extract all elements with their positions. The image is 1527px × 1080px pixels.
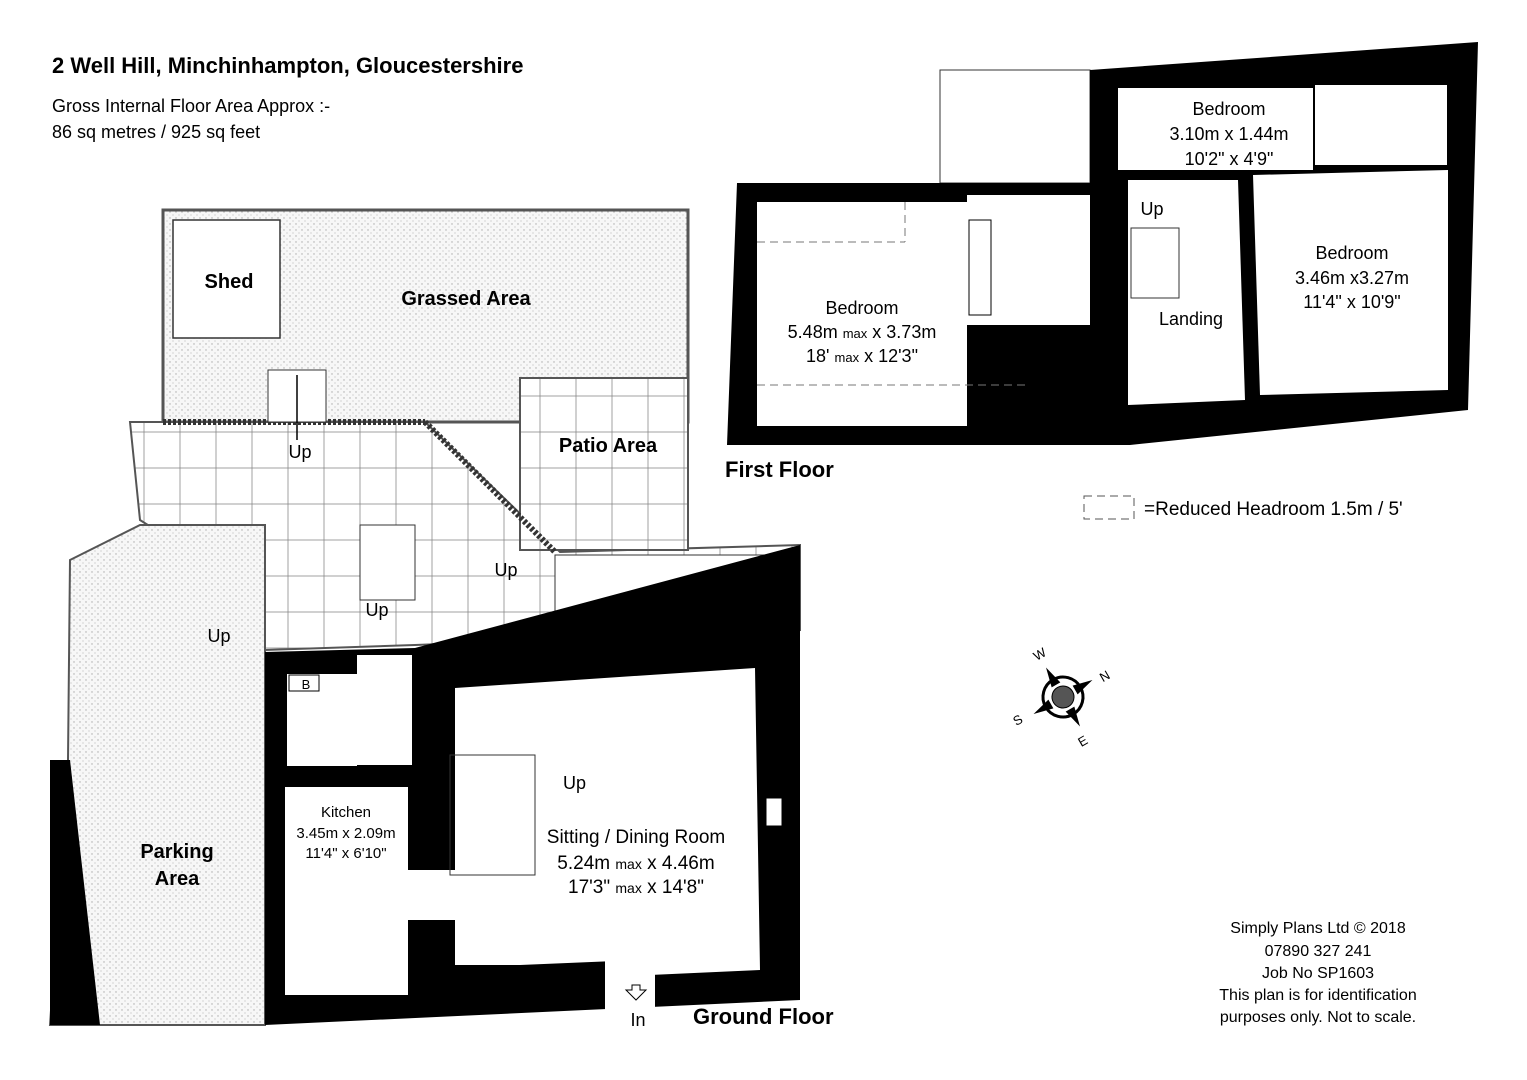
footer-disclaimer-1: This plan is for identification xyxy=(1219,987,1416,1004)
footer-disclaimer-2: purposes only. Not to scale. xyxy=(1220,1009,1416,1026)
bedroom-right-imperial: 11'4" x 10'9" xyxy=(1303,292,1400,312)
up-label: Up xyxy=(365,600,388,620)
entrance-arrow-icon xyxy=(624,984,648,1001)
landing xyxy=(1128,180,1245,405)
compass-icon xyxy=(1033,667,1093,727)
up-label: Up xyxy=(288,442,311,462)
grassed-area-label: Grassed Area xyxy=(401,288,531,310)
kitchen xyxy=(285,787,408,995)
landing-up-label: Up xyxy=(1140,199,1163,219)
landing-label: Landing xyxy=(1159,309,1223,329)
shed xyxy=(172,219,281,339)
bedroom-small-metric: 3.10m x 1.44m xyxy=(1169,124,1288,144)
compass-n: N xyxy=(1097,667,1113,685)
bedroom-right-name: Bedroom xyxy=(1315,243,1388,263)
bedroom-small xyxy=(1118,88,1313,170)
compass-s: S xyxy=(1010,711,1025,728)
stairs-up-label: Up xyxy=(563,773,586,793)
parking-label-2: Area xyxy=(155,868,200,890)
footer-phone: 07890 327 241 xyxy=(1265,943,1372,960)
kitchen-imperial: 11'4" x 6'10" xyxy=(305,845,386,862)
bedroom-small-imperial: 10'2" x 4'9" xyxy=(1185,149,1274,169)
compass-e: E xyxy=(1075,732,1090,749)
ground-floor-label: Ground Floor xyxy=(693,1004,834,1029)
kitchen-name: Kitchen xyxy=(321,804,371,821)
sitting-imperial: 17'3" max x 14'8" xyxy=(568,877,704,898)
area-label: Gross Internal Floor Area Approx :- xyxy=(52,96,330,116)
bedroom-main-metric: 5.48m max x 3.73m xyxy=(788,322,937,342)
footer-company: Simply Plans Ltd © 2018 xyxy=(1230,920,1406,937)
plan-title: 2 Well Hill, Minchinhampton, Gloucesters… xyxy=(52,53,523,78)
bedroom-main xyxy=(757,202,967,426)
first-floor-label: First Floor xyxy=(725,457,834,482)
area-value: 86 sq metres / 925 sq feet xyxy=(52,122,260,142)
entrance-label: In xyxy=(630,1010,645,1030)
ground-floor-walls xyxy=(50,545,800,1025)
bedroom-main-imperial: 18' max x 12'3" xyxy=(806,346,918,366)
up-label: Up xyxy=(494,560,517,580)
sitting-name: Sitting / Dining Room xyxy=(547,827,725,848)
compass-w: W xyxy=(1031,644,1050,663)
bedroom-right-metric: 3.46m x3.27m xyxy=(1295,268,1409,288)
shed-label: Shed xyxy=(205,271,254,293)
patio-area-label: Patio Area xyxy=(559,435,658,457)
reduced-headroom-swatch xyxy=(1083,495,1135,520)
boiler-label: B xyxy=(302,677,311,692)
bedroom-right xyxy=(1253,170,1448,395)
parking-label-1: Parking xyxy=(140,841,213,863)
patio-area xyxy=(519,377,689,551)
ensuite xyxy=(1315,85,1447,165)
sitting-dining-room xyxy=(455,668,760,975)
bedroom-small-name: Bedroom xyxy=(1192,99,1265,119)
footer-job: Job No SP1603 xyxy=(1262,965,1374,982)
first-floor-walls xyxy=(727,42,1478,445)
legend-text: =Reduced Headroom 1.5m / 5' xyxy=(1144,499,1403,520)
sitting-metric: 5.24m max x 4.46m xyxy=(557,853,714,874)
bedroom-main-name: Bedroom xyxy=(825,298,898,318)
up-label: Up xyxy=(207,626,230,646)
kitchen-metric: 3.45m x 2.09m xyxy=(296,825,395,842)
